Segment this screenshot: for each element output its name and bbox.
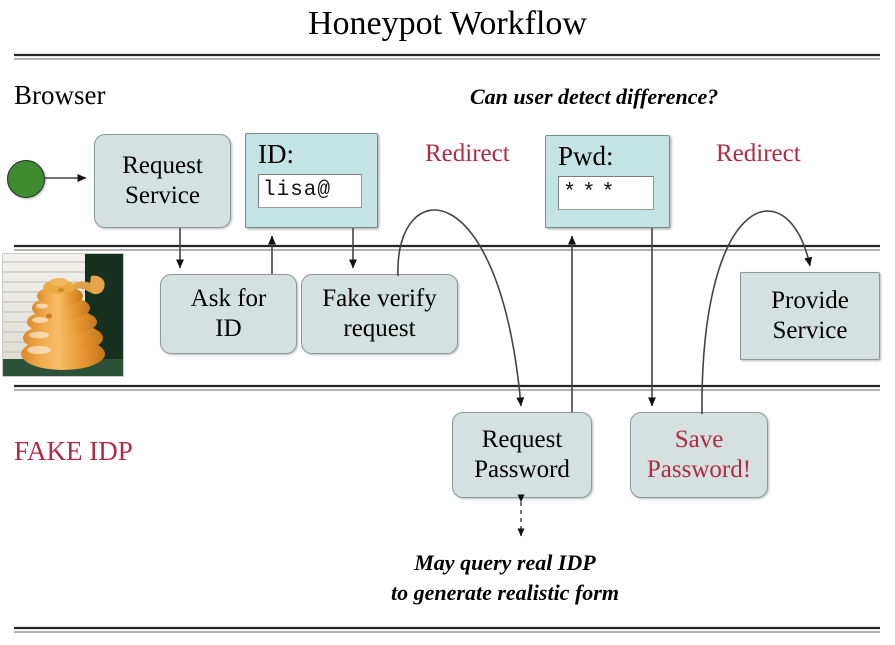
- lane-label-fake-idp: FAKE IDP: [14, 436, 133, 466]
- lane-label-browser: Browser: [14, 80, 106, 110]
- node-fake-verify-request-line1: Fake verify: [322, 285, 437, 312]
- form-pwd-label: Pwd:: [558, 141, 614, 171]
- form-pwd[interactable]: Pwd: ***: [545, 135, 670, 228]
- node-save-password-line2: Password!: [646, 456, 752, 483]
- edge-label-redirect-2: Redirect: [716, 140, 801, 167]
- start-node-circle: [7, 160, 45, 198]
- node-fake-verify-request[interactable]: Fake verify request: [301, 274, 458, 354]
- annotation-idp-note-line2: to generate realistic form: [391, 580, 619, 605]
- node-request-service-line1: Request: [122, 152, 203, 179]
- annotation-idp-note-line1: May query real IDP: [414, 550, 596, 575]
- node-ask-for-id-line2: ID: [215, 315, 242, 342]
- node-request-password-line2: Password: [474, 456, 570, 483]
- annotation-idp-note: May query real IDP to generate realistic…: [355, 548, 655, 608]
- node-request-password[interactable]: Request Password: [452, 412, 592, 498]
- form-pwd-input[interactable]: ***: [558, 176, 654, 210]
- node-request-service-line2: Service: [125, 182, 200, 209]
- edge-label-redirect-1: Redirect: [425, 140, 510, 167]
- node-ask-for-id-line1: Ask for: [190, 285, 267, 312]
- node-request-service[interactable]: Request Service: [94, 134, 231, 228]
- node-save-password[interactable]: Save Password!: [630, 412, 768, 498]
- node-provide-service[interactable]: Provide Service: [740, 272, 880, 360]
- node-fake-verify-request-line2: request: [343, 315, 416, 342]
- annotation-detect-question: Can user detect difference?: [470, 84, 719, 109]
- node-request-password-line1: Request: [481, 426, 563, 453]
- node-provide-service-line2: Service: [772, 317, 848, 344]
- node-ask-for-id[interactable]: Ask for ID: [160, 274, 297, 354]
- honeypot-jar-photo: [2, 253, 124, 377]
- form-id-label: ID:: [258, 139, 294, 169]
- form-id-input[interactable]: lisa@: [258, 174, 362, 208]
- node-provide-service-line1: Provide: [771, 287, 849, 314]
- form-id[interactable]: ID: lisa@: [245, 133, 378, 228]
- page-title: Honeypot Workflow: [308, 5, 587, 42]
- node-save-password-line1: Save: [674, 426, 724, 453]
